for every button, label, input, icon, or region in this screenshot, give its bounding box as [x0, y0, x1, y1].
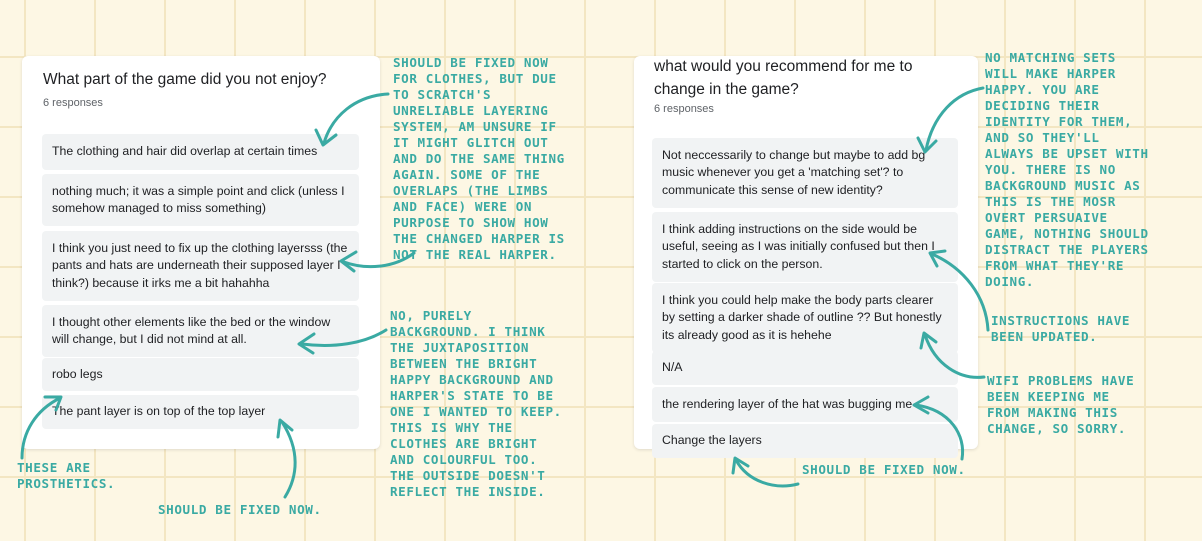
right-question-title: what would you recommend for me to chang…: [654, 58, 913, 98]
arrow-layers-icon: [339, 250, 416, 273]
left-response-5: robo legs: [42, 358, 359, 391]
arrow-fixed-right-top-icon: [912, 395, 965, 461]
arrow-background-icon: [297, 328, 388, 355]
right-response-4: N/A: [652, 351, 958, 385]
note-prosthetics: THESE ARE PROSTHETICS.: [17, 460, 116, 491]
arrow-fixed-right-bottom-icon: [731, 456, 800, 488]
right-response-3: I think you could help make the body par…: [652, 283, 958, 353]
note-instructions: INSTRUCTIONS HAVE BEEN UPDATED.: [991, 313, 1131, 344]
arrow-fixed-left-icon: [276, 418, 297, 499]
right-response-6: Change the layers: [652, 424, 958, 458]
left-responses-count: 6 responses: [43, 97, 103, 109]
left-response-1: The clothing and hair did overlap at cer…: [42, 134, 359, 170]
note-wifi: WIFI PROBLEMS HAVE BEEN KEEPING ME FROM …: [987, 373, 1135, 436]
arrow-wifi-icon: [919, 331, 986, 379]
right-response-1: Not neccessarily to change but maybe to …: [652, 138, 958, 208]
left-response-3: I think you just need to fix up the clot…: [42, 231, 359, 301]
arrow-instructions-icon: [928, 249, 990, 332]
note-matching-sets: NO MATCHING SETS WILL MAKE HARPER HAPPY.…: [985, 50, 1149, 289]
note-background: NO, PURELY BACKGROUND. I THINK THE JUXTA…: [390, 308, 562, 499]
left-response-6: The pant layer is on top of the top laye…: [42, 395, 359, 429]
arrow-prosthetics-icon: [20, 395, 63, 460]
arrow-clothes-fix-icon: [314, 92, 390, 147]
note-clothes-fix: SHOULD BE FIXED NOW FOR CLOTHES, BUT DUE…: [393, 55, 565, 262]
right-responses-count: 6 responses: [654, 103, 714, 115]
left-response-card: What part of the game did you not enjoy?…: [22, 56, 380, 449]
left-response-2: nothing much; it was a simple point and …: [42, 174, 359, 226]
note-fixed-right: SHOULD BE FIXED NOW.: [802, 462, 966, 477]
left-question-title: What part of the game did you not enjoy?: [43, 71, 327, 88]
left-response-4: I thought other elements like the bed or…: [42, 305, 359, 357]
right-response-card: what would you recommend for me to chang…: [634, 56, 978, 458]
arrow-matching-sets-icon: [916, 86, 985, 154]
note-fixed-left: SHOULD BE FIXED NOW.: [158, 502, 322, 517]
right-response-2: I think adding instructions on the side …: [652, 212, 958, 282]
right-response-5: the rendering layer of the hat was buggi…: [652, 387, 958, 422]
